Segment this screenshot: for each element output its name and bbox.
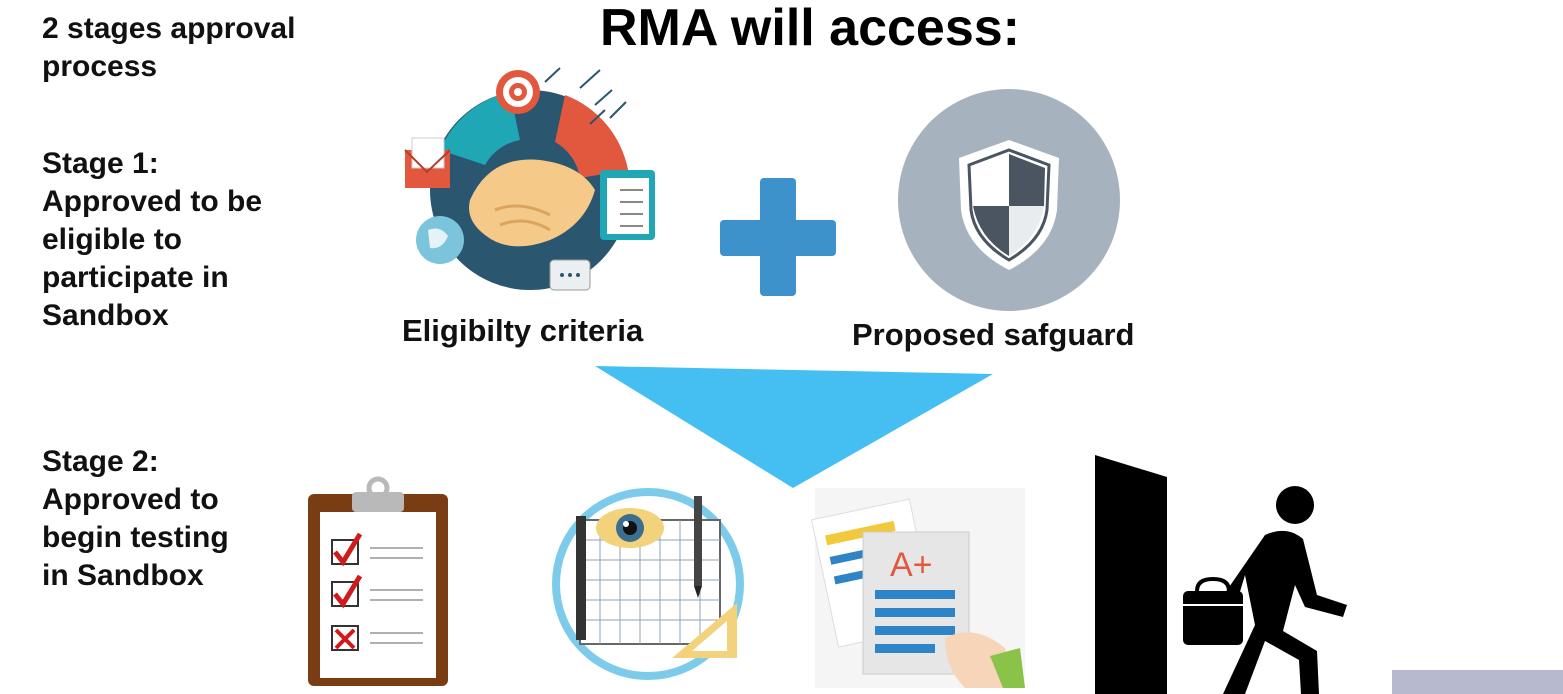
eligibility-criteria-label: Eligibilty criteria [402, 313, 644, 348]
shield-icon [898, 89, 1120, 311]
grade-text: A+ [890, 546, 933, 584]
page-title: RMA will access: [599, 0, 1020, 57]
proposed-safeguard-label: Proposed safguard [852, 317, 1135, 352]
eye-grid-plan-icon [552, 488, 744, 680]
stage1-text: Stage 1: Approved to be eligible to part… [42, 147, 263, 332]
intro-text: 2 stages approval process [42, 12, 296, 83]
clipboard-checklist-icon [308, 476, 448, 686]
handshake-icon [404, 67, 655, 291]
graded-documents-icon: A+ [810, 488, 1025, 688]
exit-door-person-icon [1095, 455, 1347, 694]
funnel-triangle [595, 366, 993, 488]
stage2-text: Stage 2: Approved to begin testing in Sa… [42, 445, 229, 592]
decorative-strip [1392, 670, 1563, 694]
plus-icon [720, 178, 836, 296]
